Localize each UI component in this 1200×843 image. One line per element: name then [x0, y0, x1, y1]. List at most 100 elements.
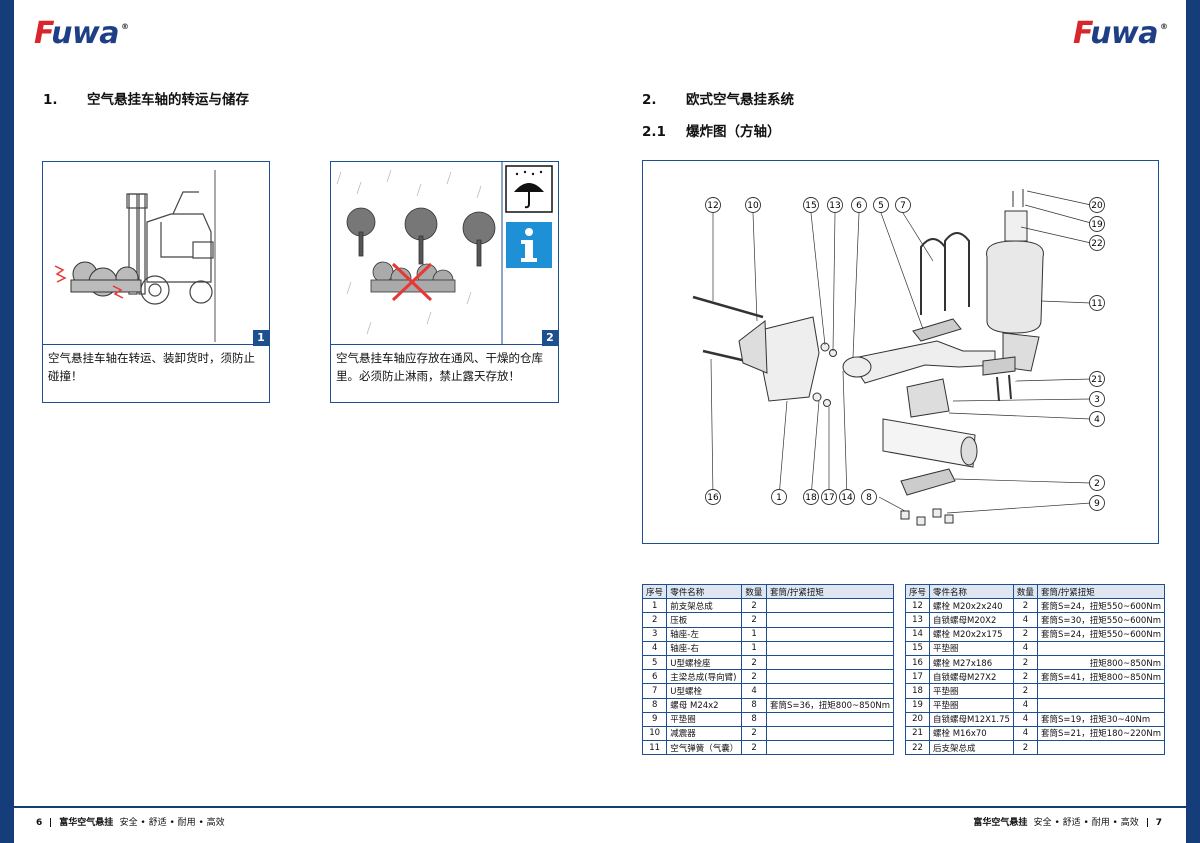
table-cell: 螺栓 M20x2x240	[929, 598, 1014, 614]
illustration-panel-1: 1 空气悬挂车轴在转运、装卸货时，须防止碰撞！	[42, 161, 270, 403]
table-cell	[765, 626, 895, 642]
page-number: 7	[1155, 818, 1162, 828]
callout-label: 20	[1091, 201, 1103, 211]
table-cell: 1	[741, 626, 767, 642]
callout-circle	[1089, 371, 1105, 387]
table-cell: 2	[1012, 654, 1038, 671]
table-cell: 2	[1012, 740, 1038, 756]
table-cell: 套筒S=19，扭矩30~40Nm	[1036, 711, 1165, 727]
storage-illustration	[331, 162, 558, 345]
table-cell: 压板	[666, 612, 743, 628]
table-cell: 1	[641, 598, 668, 614]
table-cell: 2	[741, 612, 767, 628]
table-cell: 螺母 M24x2	[666, 697, 743, 713]
left-border	[0, 0, 14, 843]
callout-label: 14	[841, 493, 853, 503]
table-cell: 16	[904, 654, 931, 671]
table-cell: U型螺栓	[666, 683, 743, 699]
column-header: 套筒/拧紧扭矩	[765, 583, 895, 600]
callout-label: 16	[707, 493, 719, 503]
table-cell: 平垫圈	[929, 697, 1014, 713]
callout-label: 2	[1094, 479, 1100, 489]
table-cell: 8	[741, 711, 767, 727]
callout-label: 18	[805, 493, 817, 503]
callout-circle	[861, 489, 877, 505]
table-cell: U型螺栓座	[666, 654, 743, 671]
table-cell: 螺栓 M20x2x175	[929, 626, 1014, 642]
table-cell: 15	[904, 640, 931, 656]
table-cell	[765, 612, 895, 628]
callout-circle	[1089, 475, 1105, 491]
callout-circle	[1089, 295, 1105, 311]
table-cell: 套筒S=21，扭矩180~220Nm	[1036, 725, 1165, 742]
panel-number-badge: 1	[253, 330, 269, 346]
table-cell: 2	[741, 740, 767, 756]
column-header: 序号	[904, 583, 931, 600]
column-header: 数量	[741, 583, 767, 600]
table-cell: 平垫圈	[929, 640, 1014, 656]
callout-label: 13	[829, 201, 840, 211]
table-cell: 11	[641, 740, 668, 756]
umbrella-icon	[505, 165, 553, 213]
table-cell: 套筒S=24，扭矩550~600Nm	[1036, 598, 1165, 614]
table-cell: 4	[1012, 711, 1038, 727]
callout-circle	[771, 489, 787, 505]
table-cell: 螺栓 M27x186	[929, 654, 1014, 671]
table-cell: 2	[741, 725, 767, 742]
table-cell: 套筒S=24，扭矩550~600Nm	[1036, 626, 1165, 642]
table-cell: 螺栓 M16x70	[929, 725, 1014, 742]
table-cell: 套筒S=36，扭矩800~850Nm	[765, 697, 895, 713]
section-heading-1: 1.空气悬挂车轴的转运与储存	[43, 92, 249, 108]
callout-circle	[1089, 197, 1105, 213]
column-header: 零件名称	[666, 583, 743, 600]
table-cell	[765, 740, 895, 756]
callout-circle	[705, 197, 721, 213]
table-cell: 4	[741, 683, 767, 699]
callout-label: 1	[776, 493, 782, 503]
table-cell: 13	[904, 612, 931, 628]
table-cell: 自锁螺母M12X1.75	[929, 711, 1014, 727]
table-cell	[765, 654, 895, 671]
table-cell: 8	[641, 697, 668, 713]
callout-label: 4	[1094, 415, 1100, 425]
panel-caption: 空气悬挂车轴应存放在通风、干燥的仓库里。必须防止淋雨，禁止露天存放！	[336, 351, 543, 383]
table-cell	[765, 725, 895, 742]
table-cell: 2	[1012, 669, 1038, 685]
callout-circle	[1089, 411, 1105, 427]
table-cell: 4	[641, 640, 668, 656]
callout-label: 21	[1091, 375, 1102, 385]
column-header: 数量	[1012, 583, 1038, 600]
table-cell: 21	[904, 725, 931, 742]
table-cell: 2	[641, 612, 668, 628]
callout-label: 12	[707, 201, 718, 211]
table-cell: 14	[904, 626, 931, 642]
callout-circle	[839, 489, 855, 505]
callout-circle	[705, 489, 721, 505]
table-cell: 4	[1012, 640, 1038, 656]
callout-circle	[1089, 495, 1105, 511]
table-cell: 套筒S=30，扭矩550~600Nm	[1036, 612, 1165, 628]
table-cell: 17	[904, 669, 931, 685]
table-cell: 套筒S=41，扭矩800~850Nm	[1036, 669, 1165, 685]
table-header-row: 序号零件名称数量套筒/拧紧扭矩	[641, 583, 895, 600]
column-header: 套筒/拧紧扭矩	[1036, 583, 1165, 600]
table-cell	[765, 669, 895, 685]
callout-label: 5	[878, 201, 884, 211]
table-cell: 2	[741, 598, 767, 614]
table-cell: 2	[1012, 683, 1038, 699]
table-cell: 19	[904, 697, 931, 713]
table-cell: 18	[904, 683, 931, 699]
table-cell: 主梁总成(导向臂)	[666, 669, 743, 685]
footer-rule	[14, 806, 1186, 808]
